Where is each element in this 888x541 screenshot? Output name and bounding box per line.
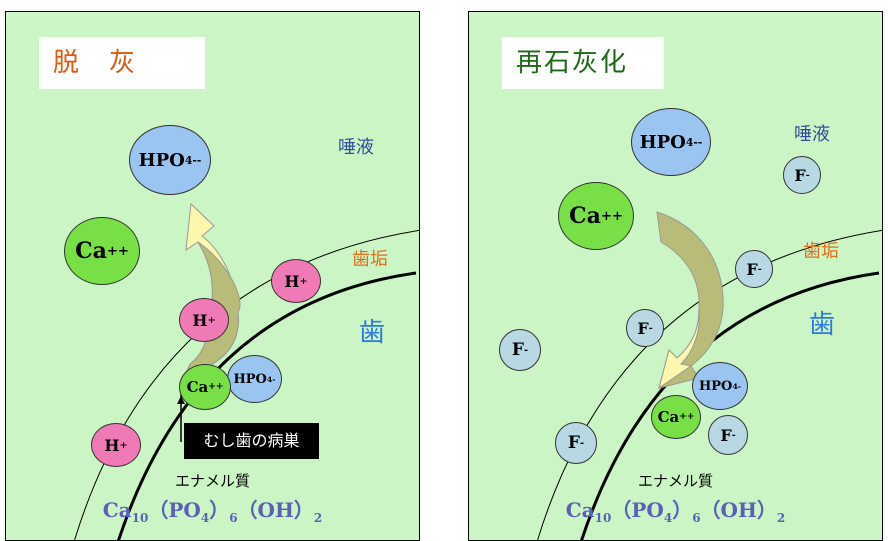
tooth-surface-diagram xyxy=(537,211,882,540)
plaque-label: 歯垢 xyxy=(803,241,839,262)
saliva-label: 唾液 xyxy=(338,137,374,158)
tooth-label: 歯 xyxy=(359,318,386,348)
fluoride-ion: F- xyxy=(555,422,597,464)
hydrogen-ion: H+ xyxy=(91,423,141,467)
remineralization-arrow xyxy=(658,309,700,390)
fluoride-ion: F- xyxy=(626,309,664,347)
fluoride-ion: F- xyxy=(735,250,773,288)
saliva-label: 唾液 xyxy=(794,124,830,145)
calcium-ion: Ca++ xyxy=(64,217,140,285)
plaque-label: 歯垢 xyxy=(352,249,388,270)
hydroxyapatite-formula: Ca10（PO4）6（OH）2 xyxy=(102,498,323,525)
fluoride-ion: F- xyxy=(499,329,541,371)
hydroxyapatite-formula: Ca10（PO4）6（OH）2 xyxy=(565,498,786,525)
fluoride-ion: F- xyxy=(708,415,748,455)
enamel-label: エナメル質 xyxy=(174,472,250,490)
calcium-ion-small: Ca++ xyxy=(179,364,231,410)
tooth-surface-diagram xyxy=(74,202,419,540)
enamel-surface-line xyxy=(117,271,417,540)
fluoride-ion: F- xyxy=(783,156,821,194)
hydrogen-ion: H+ xyxy=(179,298,229,342)
tooth-label: 歯 xyxy=(809,310,836,340)
enamel-label: エナメル質 xyxy=(637,472,713,490)
caries-lesion-label: むし歯の病巣 xyxy=(184,423,319,459)
cavity-pointer-head xyxy=(177,396,185,404)
demineralization-title: 脱 灰 xyxy=(39,37,205,89)
remineralization-title: 再石灰化 xyxy=(502,37,664,89)
plaque-boundary-line xyxy=(537,229,882,540)
hydrogen-ion: H+ xyxy=(271,259,321,303)
calcium-ion-small: Ca++ xyxy=(651,395,701,439)
calcium-ion: Ca++ xyxy=(558,182,634,250)
